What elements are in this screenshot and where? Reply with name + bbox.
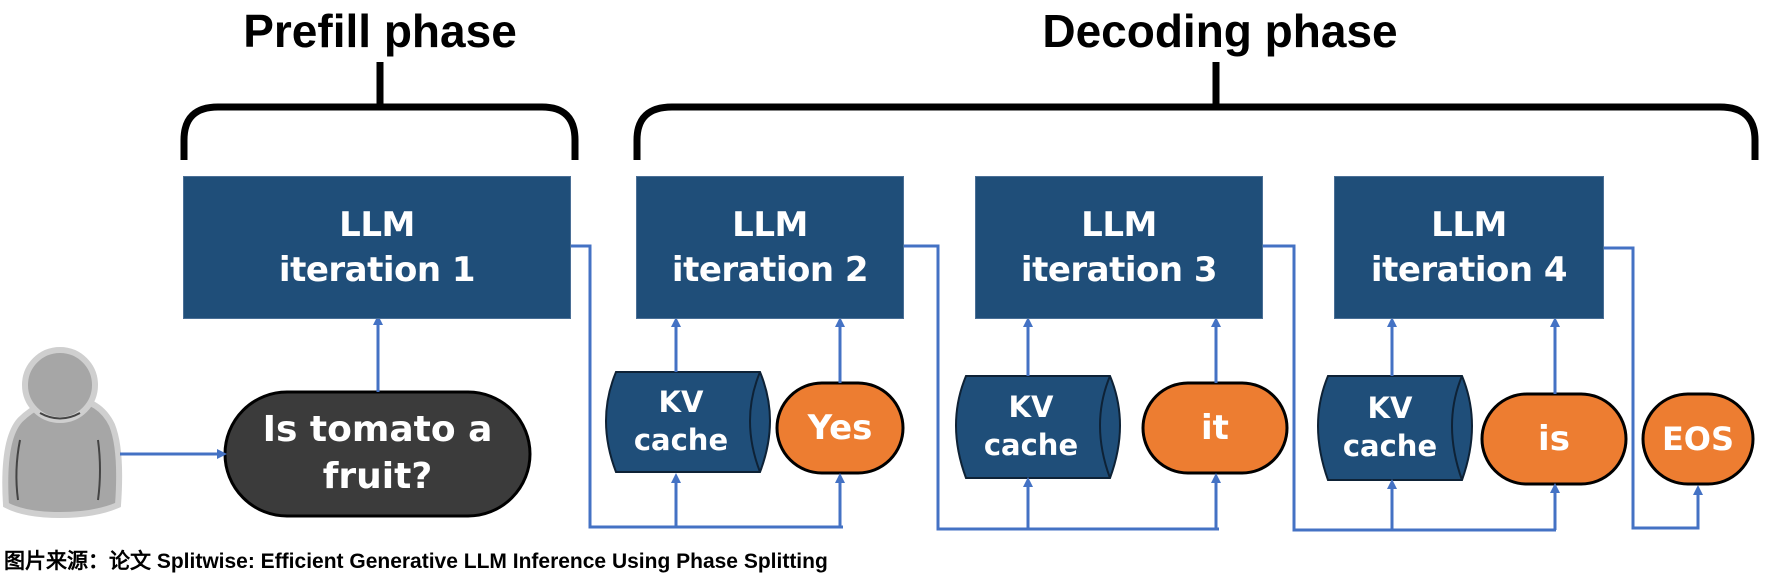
llm-iteration-3-box: LLM iteration 3 (976, 177, 1262, 318)
llm-iteration-3-line1: LLM (1081, 205, 1157, 246)
token-pill-is (1480, 392, 1628, 486)
decoding-brace (633, 62, 1759, 160)
llm-iteration-4-line1: LLM (1431, 205, 1507, 246)
arrows (120, 244, 1703, 532)
user-icon (2, 347, 123, 519)
prompt-pill (223, 390, 532, 518)
decoding-phase-title: Decoding phase (1042, 5, 1398, 57)
token-pill-eos (1641, 392, 1755, 486)
llm-iteration-4-box: LLM iteration 4 (1335, 177, 1603, 318)
loop-iter4-output (1604, 246, 1703, 530)
loop-iter1-output (571, 244, 843, 529)
kv-cache-cylinder-3 (955, 375, 1121, 479)
loop-iter3-output (1263, 244, 1556, 532)
llm-iteration-1-line2: iteration 1 (278, 249, 476, 290)
llm-iteration-2-line1: LLM (732, 205, 808, 246)
llm-iteration-1-box: LLM iteration 1 (184, 177, 570, 318)
llm-iteration-1-line1: LLM (339, 205, 415, 246)
kv-cache-cylinder-4 (1317, 375, 1473, 481)
prefill-phase-title: Prefill phase (243, 5, 517, 57)
token-pill-it (1141, 381, 1289, 475)
prefill-brace (180, 62, 579, 160)
kv-cache-cylinder-2 (605, 371, 771, 473)
llm-iteration-3-line2: iteration 3 (1020, 249, 1218, 290)
token-pill-yes (775, 381, 905, 475)
llm-iteration-4-line2: iteration 4 (1370, 249, 1568, 290)
llm-iteration-2-box: LLM iteration 2 (637, 177, 903, 318)
llm-iteration-2-line2: iteration 2 (671, 249, 869, 290)
source-caption: 图片来源：论文 Splitwise: Efficient Generative … (4, 550, 828, 573)
loop-iter2-output (904, 244, 1219, 531)
